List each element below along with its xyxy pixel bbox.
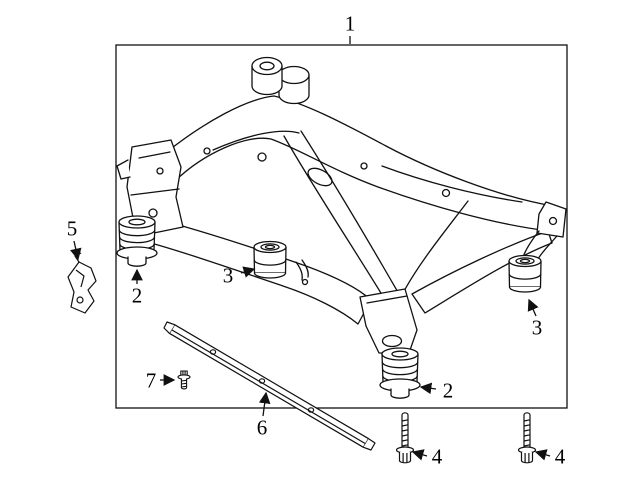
screw-drawing (177, 370, 191, 390)
stabilizer-link-detail (295, 259, 309, 286)
callout-crossbar[interactable]: 6 (256, 415, 268, 440)
callout-bushing-center[interactable]: 2 (442, 378, 454, 403)
frame-detail-holes (203, 130, 523, 203)
arrow-crossbar (258, 391, 271, 417)
arrow-insulator-left (240, 266, 256, 278)
arrow-bracket (70, 240, 82, 261)
callout-assembly[interactable]: 1 (344, 11, 356, 36)
diagonal-braces (283, 130, 469, 299)
callout-bushing-left[interactable]: 2 (131, 283, 143, 308)
lower-center-tower (359, 288, 418, 354)
right-mount-bracket (522, 201, 567, 260)
callout-leaders (70, 36, 551, 461)
part-boundary-box (115, 44, 568, 409)
large-bushing-center-drawing (379, 347, 421, 399)
arrow-bolt-left (411, 449, 428, 461)
bracket-drawing (67, 252, 97, 314)
callout-screw[interactable]: 7 (145, 368, 157, 393)
subframe-assembly-drawing (116, 56, 567, 354)
bolt-left-drawing (395, 412, 415, 464)
lower-right-arm (411, 230, 553, 314)
callout-insulator-left[interactable]: 3 (222, 263, 234, 288)
insulator-right-drawing (508, 254, 542, 293)
left-mount-tower (116, 139, 184, 235)
callout-insulator-right[interactable]: 3 (531, 315, 543, 340)
bolt-right-drawing (517, 412, 537, 464)
arrow-bolt-right (534, 449, 551, 461)
upper-beam (167, 95, 554, 232)
top-bushing-cups (251, 56, 310, 105)
callout-bracket[interactable]: 5 (66, 216, 78, 241)
arrow-bushing-center (419, 382, 437, 395)
crossbar-drawing (163, 321, 376, 451)
arrow-insulator-right (527, 298, 539, 317)
insulator-left-drawing (253, 240, 287, 279)
callout-bolt-right[interactable]: 4 (554, 444, 566, 469)
large-bushing-left-drawing (116, 215, 158, 267)
callout-bolt-left[interactable]: 4 (431, 444, 443, 469)
